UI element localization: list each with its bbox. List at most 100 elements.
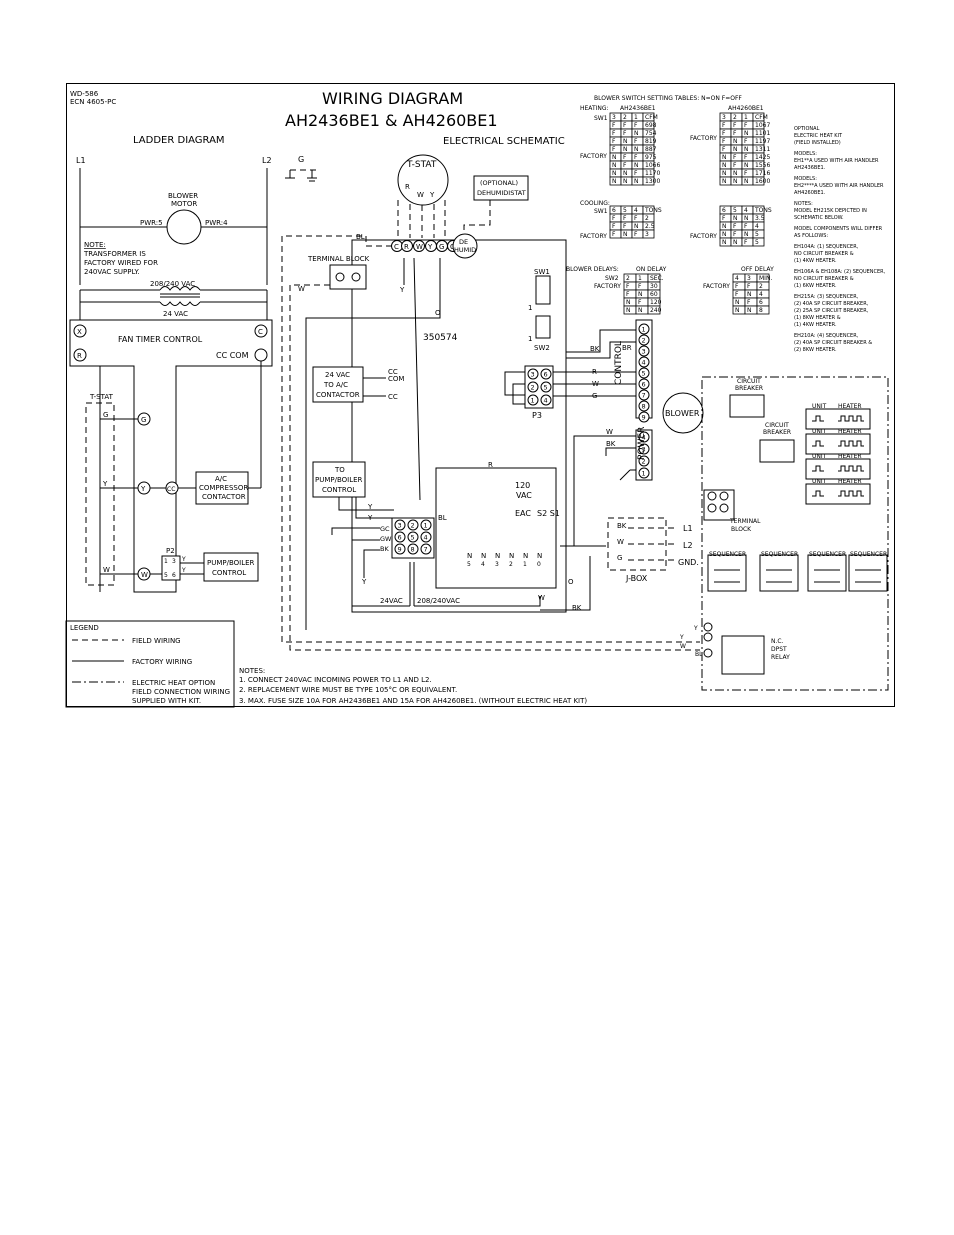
tblHeatA-cell-0-0: F: [612, 122, 616, 129]
side-note-21: (1) 4KW HEATER.: [794, 258, 837, 264]
tblHeatB-cell-6-3: 1716: [755, 170, 770, 177]
sequencer-label-0: SEQUENCER: [709, 551, 746, 558]
control-label: CONTROL: [614, 341, 624, 385]
ac-contactor-box: [195, 471, 249, 505]
o-wire-label: O: [435, 309, 441, 317]
cooling-b-factory: FACTORY: [690, 233, 717, 240]
ladder-terminal-w-label: W: [141, 571, 148, 579]
tblHeatA-cell-0-3: 698: [645, 122, 657, 129]
legend-title: LEGEND: [70, 624, 99, 632]
diagram-frame: [66, 83, 895, 707]
unit-label-3: UNIT: [812, 478, 827, 485]
tblDelayOff-cell-2-1: F: [747, 299, 751, 306]
tblCoolB-head-1: 5: [733, 207, 737, 214]
tblDelayOff-cell-0-2: 2: [759, 283, 763, 290]
side-note-17: AS FOLLOWS:: [794, 233, 828, 239]
cooling-label: COOLING:: [580, 200, 610, 207]
p3-pin-3: [540, 381, 552, 393]
jbox-l2: L2: [683, 541, 693, 550]
tblHeatA-cell-3-0: F: [612, 146, 616, 153]
ladder-y-label: Y: [102, 480, 108, 488]
tblDelayOff-cell-3-0: N: [735, 307, 740, 314]
p3-pin-4: [527, 394, 539, 406]
thermal-limit-icon: [812, 440, 824, 447]
tblCoolA-head-0: 6: [612, 207, 616, 214]
ac24-label-1: 24 VAC: [325, 371, 350, 379]
tblDelayOff-head-2: MIN.: [759, 275, 772, 282]
pump-label-2: PUMP/BOILER: [315, 476, 363, 484]
p1-pin-label-4: 5: [411, 534, 415, 542]
jbox-bk: BK: [617, 522, 627, 530]
tblHeatB-cell-4-1: F: [733, 154, 737, 161]
tblCoolA-cell-0-1: F: [623, 215, 627, 222]
control-pin-0: [638, 323, 650, 335]
tblHeatA-cell-0-2: F: [634, 122, 638, 129]
tblCoolB-cell-3-0: N: [722, 239, 727, 246]
control-bk-label: BK: [590, 345, 600, 353]
fan-timer-label: FAN TIMER CONTROL: [118, 335, 203, 344]
tblHeatA-cell-5-3: 1066: [645, 162, 660, 169]
tblHeatB-head-0: 3: [722, 114, 726, 121]
ground-icon: [285, 169, 317, 182]
board-terminal-label-3: Y: [427, 243, 433, 251]
p1-pin-8: [420, 543, 432, 555]
board-terminal-strip: CRWYGO: [391, 240, 459, 252]
side-note-30: (1) 8KW HEATER &: [794, 315, 841, 321]
ecn-number: ECN 4605-PC: [70, 98, 116, 106]
control-pin-label-2: 3: [642, 348, 646, 356]
p2-label: P2: [166, 547, 175, 555]
ac-contactor-label-1: A/C: [215, 475, 227, 483]
doc-code: WD-586: [70, 90, 99, 98]
side-note-14: SCHEMATIC BELOW.: [794, 215, 844, 221]
relay-label-1: N.C.: [771, 638, 784, 645]
heater-tb-label-2: BLOCK: [731, 526, 752, 533]
tblDelayOff-cell-1-2: 4: [759, 291, 763, 298]
p1-gc: GC: [380, 525, 390, 533]
p3-pin-2: [527, 381, 539, 393]
tblDelayOn-cell-1-0: F: [626, 291, 630, 298]
n-terminal-sub-5: 0: [537, 561, 541, 568]
control-pin-6: [638, 389, 650, 401]
side-note-24: NO CIRCUIT BREAKER &: [794, 276, 854, 282]
ladder-tstat-label: T-STAT: [89, 393, 114, 401]
p1-pin-0: [394, 519, 406, 531]
tblDelayOff-cell-3-1: N: [747, 307, 752, 314]
tblCoolB-cell-1-2: F: [744, 223, 748, 230]
tblHeatA-cell-3-1: N: [623, 146, 628, 153]
heating-b-factory: FACTORY: [690, 135, 717, 142]
tblCoolB-cell-0-0: F: [722, 215, 726, 222]
tblHeatB-cell-2-1: N: [733, 138, 738, 145]
tblDelayOn-head-1: 1: [638, 275, 642, 282]
tblCoolB-cell-0-1: N: [733, 215, 738, 222]
tblHeatA-cell-7-0: N: [612, 178, 617, 185]
p2-pin-5: 5: [164, 572, 168, 579]
off-delay-factory: FACTORY: [703, 283, 730, 290]
p1-pin-4: [407, 531, 419, 543]
tblHeatA-cell-1-1: F: [623, 130, 627, 137]
power-connector: [635, 429, 653, 481]
transformer-secondary-label: 24 VAC: [163, 310, 188, 318]
n-terminal-0: N: [467, 552, 472, 560]
tblHeatA-cell-4-0: N: [612, 154, 617, 161]
tblHeatA-cell-4-3: 975: [645, 154, 657, 161]
cb2-label-2: BREAKER: [763, 429, 791, 436]
side-note-19: EH104A: (1) SEQUENCER,: [794, 244, 859, 250]
p1-pin-label-7: 8: [411, 546, 415, 554]
power-pin-2: [638, 455, 650, 467]
tblHeatB-cell-7-0: N: [722, 178, 727, 185]
heater-element-icon: [838, 490, 864, 497]
tblDelayOn-cell-3-2: 240: [650, 307, 662, 314]
tblHeatB-cell-0-1: F: [733, 122, 737, 129]
tblDelayOn-cell-3-0: N: [626, 307, 631, 314]
control-pin-label-0: 1: [642, 326, 646, 334]
p1-pin-label-8: 7: [424, 546, 428, 554]
control-pin-1: [638, 334, 650, 346]
power-pin-label-1: 3: [642, 446, 646, 454]
power-pin-0: [638, 431, 650, 443]
tblCoolA-cell-2-0: F: [612, 231, 616, 238]
side-note-23: EH106A & EH108A: (2) SEQUENCER,: [794, 269, 886, 275]
p2-y-label: Y: [181, 556, 186, 563]
side-note-9: EH2****A USED WITH AIR HANDLER: [794, 183, 884, 189]
